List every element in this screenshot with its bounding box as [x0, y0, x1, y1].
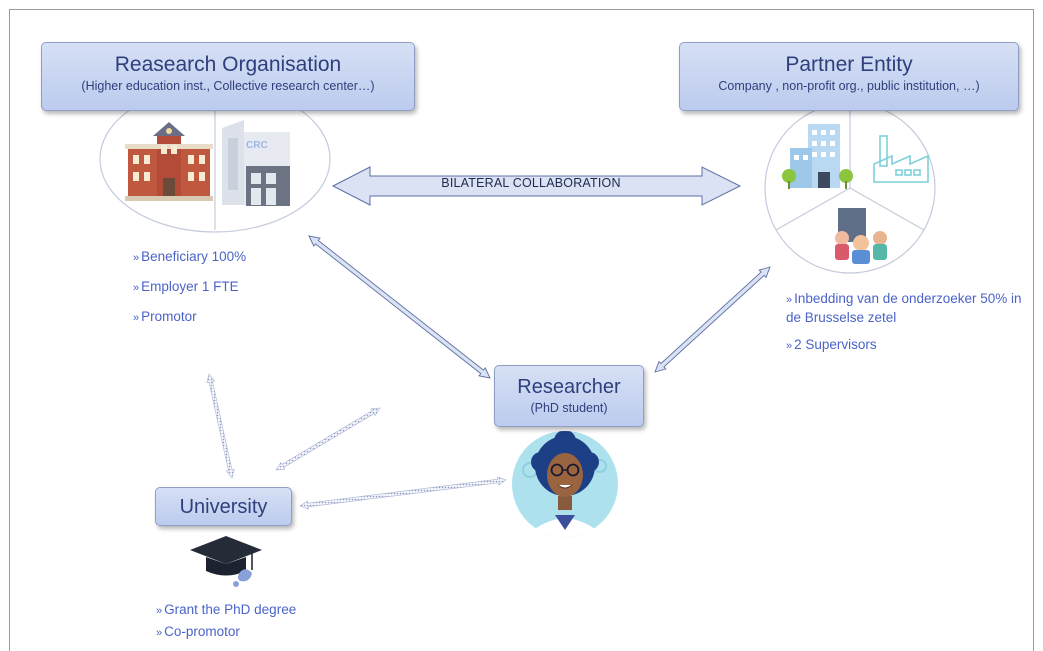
graduation-cap-icon — [190, 536, 262, 587]
researcher-box: Researcher (PhD student) — [494, 365, 644, 427]
partner-subtitle: Company , non-profit org., public instit… — [718, 79, 980, 93]
people-group-icon — [835, 208, 887, 264]
university-roles: »Grant the PhD degree »Co-promotor — [156, 601, 296, 645]
list-item: »Promotor — [133, 308, 246, 327]
role-label: Employer 1 FTE — [141, 279, 239, 294]
bilateral-collaboration-arrow — [331, 166, 742, 206]
list-item: »2 Supervisors — [786, 336, 1026, 355]
chevron-icon: » — [133, 252, 140, 264]
crc-building-icon: CRC — [222, 120, 290, 206]
list-item: »Grant the PhD degree — [156, 601, 296, 620]
university-building-icon — [125, 122, 213, 201]
researcher-subtitle: (PhD student) — [530, 401, 608, 415]
chevron-icon: » — [133, 312, 140, 324]
role-label: Beneficiary 100% — [141, 249, 247, 264]
organisation-box: Reasearch Organisation (Higher education… — [41, 42, 415, 111]
chevron-icon: » — [786, 340, 793, 352]
collaboration-label: BILATERAL COLLABORATION — [441, 176, 621, 190]
organisation-researcher-arrow — [308, 235, 491, 379]
factory-icon — [873, 135, 929, 183]
organisation-title: Reasearch Organisation — [114, 53, 342, 76]
solid-links — [308, 235, 771, 379]
list-item: »Co-promotor — [156, 623, 296, 642]
chevron-icon: » — [786, 294, 793, 306]
chevron-icon: » — [133, 282, 140, 294]
list-item: »Employer 1 FTE — [133, 278, 246, 297]
organisation-roles: »Beneficiary 100% »Employer 1 FTE »Promo… — [133, 248, 246, 338]
dotted-links — [206, 373, 507, 510]
partner-box: Partner Entity Company , non-profit org.… — [679, 42, 1019, 111]
chevron-icon: » — [156, 627, 163, 639]
role-label: Promotor — [141, 309, 197, 324]
university-organisation-arrow — [275, 407, 381, 471]
university-title: University — [179, 496, 268, 518]
partner-title: Partner Entity — [785, 53, 913, 76]
role-label: 2 Supervisors — [794, 337, 877, 352]
organisation-university-arrow — [206, 373, 235, 479]
role-label: Co-promotor — [164, 624, 240, 639]
partner-roles: »Inbedding van de onderzoeker 50% in de … — [786, 290, 1026, 364]
role-label: Inbedding van de onderzoeker 50% in de B… — [786, 291, 1022, 325]
researcher-title: Researcher — [517, 376, 621, 398]
researcher-avatar — [512, 431, 618, 537]
office-building-icon — [782, 124, 853, 189]
role-label: Grant the PhD degree — [164, 602, 297, 617]
list-item: »Inbedding van de onderzoeker 50% in de … — [786, 290, 1026, 327]
university-box: University — [155, 487, 292, 526]
diagram-frame — [9, 9, 1034, 651]
list-item: »Beneficiary 100% — [133, 248, 246, 267]
chevron-icon: » — [156, 605, 163, 617]
organisation-subtitle: (Higher education inst., Collective rese… — [81, 79, 375, 93]
organisation-illustration: CRC — [99, 85, 331, 233]
university-researcher-arrow — [299, 476, 507, 510]
crc-label: CRC — [246, 140, 268, 151]
partner-researcher-arrow — [654, 266, 771, 373]
partner-illustration — [764, 102, 936, 274]
